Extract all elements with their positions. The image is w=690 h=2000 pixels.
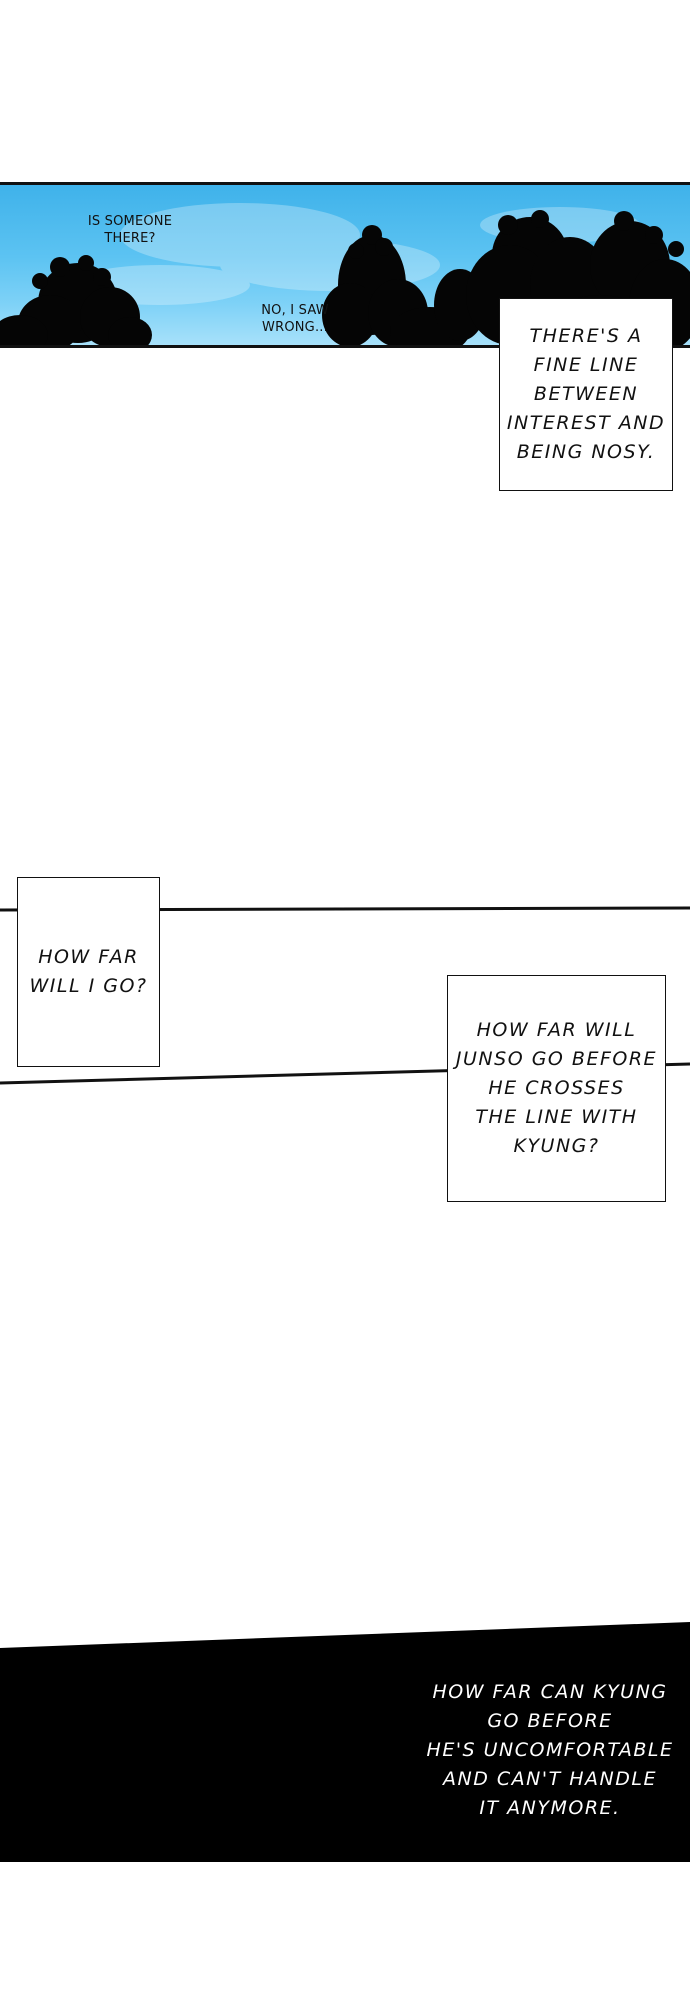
- narration-text-fine-line: THERE'S A FINE LINE BETWEEN INTEREST AND…: [506, 325, 666, 463]
- dark-panel: [0, 1622, 690, 1862]
- narration-text-kyung: HOW FAR CAN KYUNG GO BEFORE HE'S UNCOMFO…: [426, 1681, 674, 1819]
- sky-panel: [0, 182, 690, 348]
- narration-box-junso: HOW FAR WILL JUNSO GO BEFORE HE CROSSES …: [447, 975, 666, 1202]
- narration-box-how-far-will-i-go: HOW FAR WILL I GO?: [17, 877, 160, 1067]
- narration-text-junso: HOW FAR WILL JUNSO GO BEFORE HE CROSSES …: [455, 1019, 658, 1157]
- narration-box-fine-line: THERE'S A FINE LINE BETWEEN INTEREST AND…: [499, 298, 673, 491]
- narration-text-how-far-will-i-go: HOW FAR WILL I GO?: [29, 946, 148, 997]
- tree-silhouettes: [0, 203, 690, 345]
- speech-is-someone-there: IS SOMEONE THERE?: [87, 214, 173, 246]
- speech-no-i-saw-wrong: NO, I SAW WRONG...: [261, 303, 329, 335]
